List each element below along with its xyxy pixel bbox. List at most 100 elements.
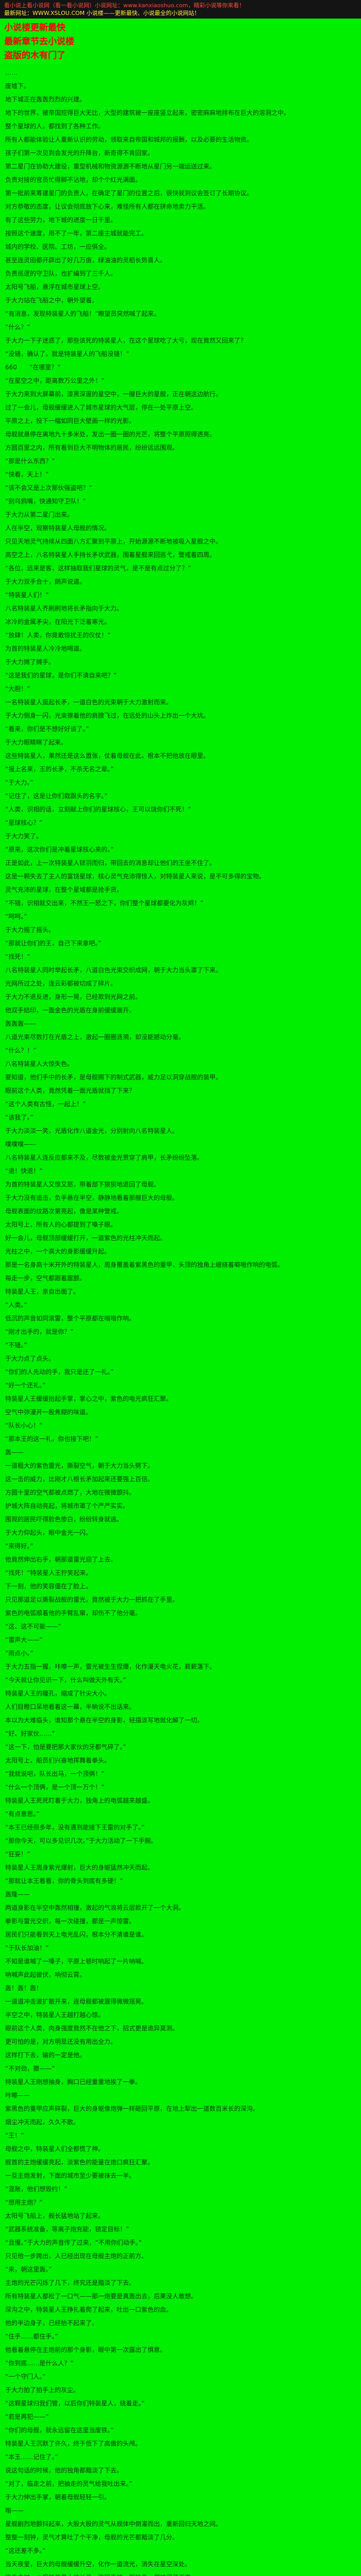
paragraph: “什么一个顶俩，是一个顶一万个！” [5,1784,105,1791]
paragraph: 居民们只能看到天上电光乱闪，根本分不清谁是谁。 [5,1931,148,1938]
paragraph: 嗡—— [5,2507,24,2514]
paragraph: 好一会儿，母舰顶部缓缓打开，一道紫色的光柱冲天而起。 [5,1234,167,1242]
paragraph: 于大力不退反进，身形一晃，已经欺到光网之前。 [5,993,142,1001]
paragraph: 方圆十里的空气都被点燃了，大地在微微颤抖。 [5,1489,136,1496]
paragraph: 咔嚓—— [5,2092,30,2099]
paragraph: 特装星人王周身紫光爆射，巨大的身躯猛然冲天而起。 [5,1864,154,1871]
paragraph: 于大力摇了摇头。 [5,926,55,934]
paragraph: “这是我们的星球，是你们不请自来吧？” [5,672,117,679]
paragraph: 舰首的主炮缓缓亮起，淡紫色的能量在炮口疯狂汇聚。 [5,2159,154,2166]
paragraph: 人们目瞪口呆地看着这一幕，半晌说不出话来。 [5,1703,136,1710]
top-ad-bar: 看小说上看小说网（看一看小说网）小说网址：www.kanxiaoshuo.com… [0,0,361,19]
paragraph: “放肆！人类，你竟敢惊扰王的仪仗！” [5,632,111,639]
paragraph: “你到底……是什么人？” [5,2360,74,2367]
top-ad-line1[interactable]: 看小说上看小说网（看一看小说网）小说网址：www.kanxiaoshuo.com… [4,2,245,9]
paragraph: 拳影与雷光交织，每一次碰撞，都是一声惊雷。 [5,1918,136,1925]
paragraph: 护城大阵自动亮起，将城市罩了个严严实实。 [5,1502,129,1510]
paragraph: 特装星人王沉默了许久，终于低下了高傲的头颅。 [5,2440,142,2447]
paragraph: 于大力一下子迷惑了，那些该死的特装星人，在这个星球吃了大亏，现在竟然又回来了？ [5,337,247,344]
paragraph: “好、好家伙……” [5,1730,55,1737]
paragraph: “一个守门人。” [5,2373,46,2380]
paragraph: 正是如此，上一次特装星人铩羽而归，带回去的消息却让他们的王坐不住了。 [5,859,216,867]
paragraph: 母舰表面的纹路次第亮起，像是某种警戒。 [5,1208,123,1215]
paragraph: 于大力没有追击，负手悬在半空，静静地看着那艘巨大的母舰。 [5,1194,179,1201]
paragraph: 特装星人王刚想抽身，胸口已经重重地挨了一拳。 [5,2078,142,2086]
paragraph: 光柱之中，一个高大的身影缓缓升起。 [5,1248,111,1255]
paragraph: “这、这不可能——” [5,1623,61,1630]
paragraph: “住手……都住手。” [5,2333,58,2340]
promo-line-latest-chapters[interactable]: 最新章节去小说楼 [4,37,74,47]
paragraph: 他看着悬停在主炮前的那个身影，眼中第一次露出了惧意。 [5,2346,167,2353]
paragraph: “在星空之中，距离数万公里之外！” [5,377,105,384]
paragraph: “找死！”特装星人王狞笑起来。 [5,1569,92,1577]
paragraph: “该我了。” [5,1114,34,1121]
paragraph: 要知道，他们手中的长矛，是母舰赐下的制式武器，威力足以洞穿战舰的装甲。 [5,1074,222,1081]
paragraph: 太阳号上，船员们兴奋地挥舞着拳头。 [5,1757,111,1764]
paragraph: 空气中弥漫开一股焦糊的味道。 [5,1409,92,1416]
paragraph: 深沟之中，特装星人王挣扎着爬了起来，吐出一口紫色的血。 [5,2306,173,2313]
paragraph: 负责对接的官员忙得脚不沾地，却个个红光满面。 [5,176,142,183]
paragraph: 不知是谁喊了一嗓子，平原上顿时响起了一片呐喊。 [5,1958,148,1965]
paragraph: “雷声大——” [5,1636,43,1643]
paragraph: 呐喊声此起彼伏，响彻云霄。 [5,1971,86,1978]
paragraph: 于大力来到大屏幕前，漆黑深邃的星空中，一艘巨大的星舰，正在朝这边航行。 [5,391,222,398]
paragraph: “我就说吧，队长出马，一个顶俩！” [5,1770,105,1777]
paragraph: 光网所过之处，连云彩都被切成了碎片。 [5,980,117,987]
paragraph: 本以为大难临头，谁知那个悬在半空的身影，轻描淡写地就化解了一切。 [5,1717,204,1724]
paragraph: 太阳号飞船，悬浮在城市星球上空。 [5,283,105,291]
paragraph: 地下城正在轰轰烈烈的兴建。 [5,96,86,103]
paragraph: “混账，他们想毁约！” [5,2185,68,2193]
paragraph: “那就让本王看看，你的骨头到底有多硬！” [5,1877,123,1885]
paragraph: 为首的特装星人冷冷地喝道。 [5,645,86,652]
paragraph: “好一个还礼。” [5,1382,46,1389]
paragraph: “你们的人先动的手，我只是还了一礼。” [5,1368,114,1376]
top-ad-line2[interactable]: 最新网址：WWW.XSLOU.COM 小说楼——更新最快、小说最全的小说网站！ [4,10,200,16]
paragraph: “大胆！” [5,685,30,692]
paragraph: 特装星人王的瞳孔，缩成了针尖大小。 [5,1690,111,1697]
paragraph: 城内的学校、医院、工坊，一应俱全。 [5,243,111,250]
paragraph: “狂妄！” [5,1851,30,1858]
paragraph: 特装星人王缓缓抬起手掌，掌心之中，紫色的电光疯狂汇聚。 [5,1395,173,1402]
paragraph: “这还差不多。” [5,2547,46,2554]
paragraph: “来，朝这里轰。” [5,2266,52,2273]
paragraph: 660 “在哪里？” [5,364,61,371]
chapter-text: ……废墟下。地下城正在轰轰烈烈的兴建。地下的世界，被帝国挖得巨大无比，大型的建筑… [0,64,361,2576]
paragraph: “什么？！” [5,1047,37,1054]
paragraph: 太阳号上，所有人的心都提到了嗓子眼。 [5,1221,117,1228]
paragraph: “今天就让你见识一下，什么叫做天外有天。” [5,1676,126,1684]
paragraph: “各位，远来是客，这样抽取我们星球的灵气，是不是有点过分了？” [5,565,191,572]
paragraph: 这些特装星人，果然还是这么嚣张，仗着母舰在此，根本不把他放在眼里。 [5,752,210,759]
paragraph: 八名特装星人同时举起长矛，八道白色光束交织成网，朝于大力当头罩了下来。 [5,967,222,974]
paragraph: “武器系统准备，等离子炮充能，锁定目标！” [5,2226,129,2233]
paragraph: “记住了，这是让你们栽跟头的名字。” [5,792,108,800]
paragraph: “本王……记住了。” [5,2453,58,2461]
paragraph: 只见天地灵气持续从四面八方汇聚到平原上，开始源源不断地被吸入星舰之中。 [5,538,222,545]
paragraph: 只见他一步跨出，人已经出现在母舰主炮的正前方。 [5,2252,148,2260]
paragraph: “不对劲，撤——” [5,2065,55,2072]
paragraph: “人类，识相的话，立刻献上你们的星球核心，王可以饶你们不死！” [5,806,191,813]
paragraph: “来得好。” [5,1543,34,1550]
paragraph: “退！快退！” [5,1167,43,1175]
promo-line-update-fastest[interactable]: 小说楼更新最快 [4,23,65,33]
promo-line-slogan[interactable]: 盗版的木有门了 [4,50,65,61]
paragraph: “不错。” [5,1342,27,1349]
paragraph: 整个星球的人，都找到了各种工作。 [5,123,105,130]
paragraph: 于大力从第二星门出来。 [5,511,74,518]
paragraph: 整整一刻钟，灵气才算吐了个干净，母舰的光芒都黯淡了几分。 [5,2534,179,2541]
paragraph: 于大力点了点头。 [5,1355,55,1362]
paragraph: 太阳号飞船上，舰长猛地站了起来。 [5,2212,105,2219]
paragraph: “那就让你们的王，自己下来拿吧。” [5,940,102,947]
paragraph: “于大力。” [5,779,34,786]
paragraph: “王！” [5,2132,24,2139]
paragraph: 他的半边身子，已经抬不起来了。 [5,2319,99,2327]
paragraph: 特装星人王，亲自出面了。 [5,1288,80,1295]
paragraph: 半空之中，特装星人王越打越心惊。 [5,2011,105,2019]
paragraph: 轰！轰！轰！ [5,1985,43,1992]
paragraph: 第二星门在协助大建设，重型机械和物资源源不断地从星门另一端运送过来。 [5,163,216,170]
paragraph: 过了一会儿，母舰缓缓进入了城市星球的大气层，停在一处平原上空。 [5,404,198,411]
paragraph: 按照这个速度，用不了一年，第二座主城就能完工。 [5,230,148,237]
paragraph: 眼前这个人类，竟然凭着一面光盾就挡了下来？ [5,1087,136,1094]
paragraph: 低沉的声音如同滚雷，整个平原都在嗡嗡作响。 [5,1315,136,1322]
paragraph: “呵呵。” [5,913,27,920]
paragraph: 于大力摊了摊手。 [5,658,55,666]
